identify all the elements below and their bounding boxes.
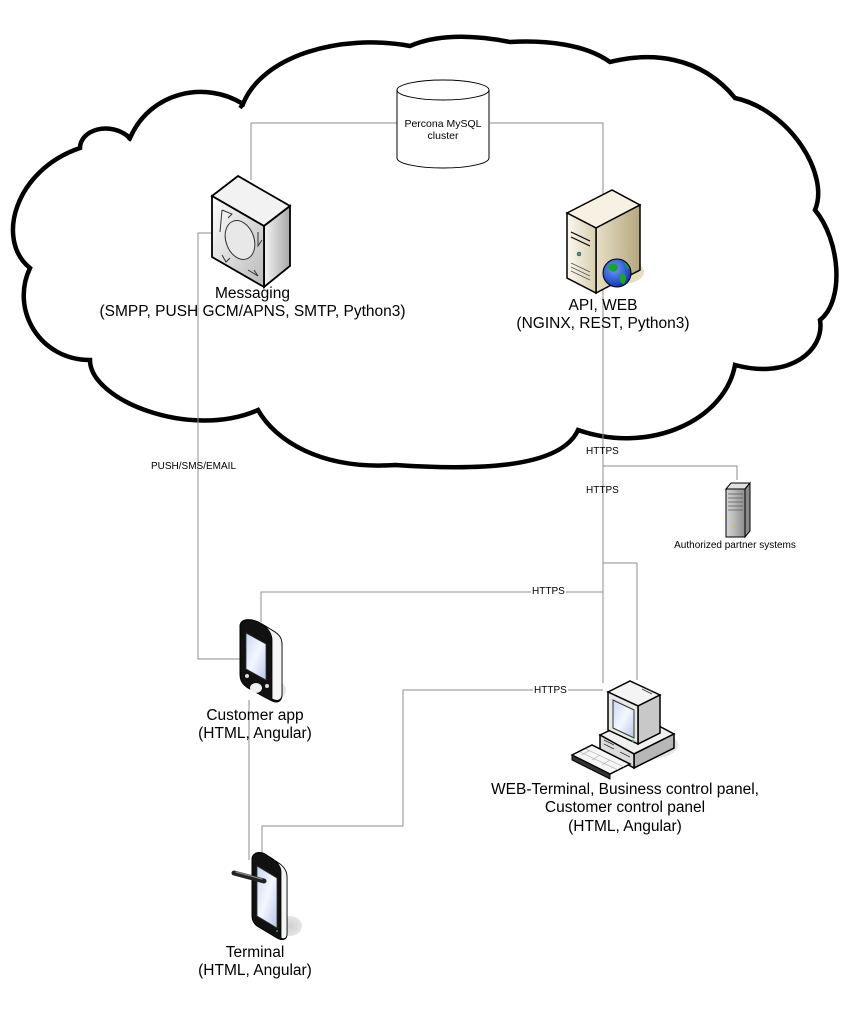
api-web-label-line1: API, WEB <box>568 297 638 314</box>
partner-label: Authorized partner systems <box>650 540 820 552</box>
database-label-line2: cluster <box>427 130 459 143</box>
tablet-stylus-icon[interactable] <box>231 852 302 941</box>
web-terminal-label: WEB-Terminal, Business control panel, Cu… <box>455 781 795 836</box>
terminal-label-line1: Terminal <box>225 944 285 961</box>
database-label-line1: Percona MySQL <box>404 118 482 130</box>
message-queue-server-icon[interactable] <box>210 174 292 289</box>
cloud-boundary <box>10 34 839 470</box>
connector-label-api-customer-app: HTTPS <box>531 586 566 598</box>
messaging-label-line2: (SMPP, PUSH GCM/APNS, SMTP, Python3) <box>99 303 406 321</box>
api-web-label: API, WEB (NGINX, REST, Python3) <box>488 297 718 334</box>
messaging-label-line1: Messaging <box>215 285 290 302</box>
web-terminal-label-line3: (HTML, Angular) <box>568 817 682 835</box>
customer-app-label-line1: Customer app <box>206 707 304 724</box>
api-web-label-line2: (NGINX, REST, Python3) <box>516 315 690 333</box>
customer-app-label-line2: (HTML, Angular) <box>198 725 312 743</box>
connector-messaging-customer-app <box>197 232 242 660</box>
database-cylinder-icon[interactable] <box>396 79 490 169</box>
connector-label-api-trunk: HTTPS <box>586 485 619 496</box>
connector-label-api-partner: HTTPS <box>586 446 619 457</box>
customer-app-label: Customer app (HTML, Angular) <box>180 707 330 744</box>
connector-db-messaging <box>250 122 397 180</box>
pda-phone-icon[interactable] <box>239 619 286 703</box>
connector-label-api-terminal: HTTPS <box>533 685 568 697</box>
tower-server-icon[interactable] <box>724 481 752 539</box>
connector-db-api <box>490 122 604 195</box>
connector-label-messaging-customer-app: PUSH/SMS/EMAIL <box>151 461 237 472</box>
connector-api-terminal <box>261 689 603 856</box>
connector-api-customer-app <box>260 591 603 622</box>
messaging-label: Messaging (SMPP, PUSH GCM/APNS, SMTP, Py… <box>60 285 445 322</box>
web-terminal-label-line2: Customer control panel <box>544 799 706 817</box>
web-terminal-label-line1: WEB-Terminal, Business control panel, <box>491 781 759 798</box>
terminal-label-line2: (HTML, Angular) <box>198 962 312 980</box>
connector-api-web-terminal <box>603 562 638 680</box>
terminal-label: Terminal (HTML, Angular) <box>180 944 330 981</box>
connector-api-partner <box>603 465 738 480</box>
database-label: Percona MySQL cluster <box>395 118 491 143</box>
web-server-icon[interactable] <box>565 189 644 295</box>
partner-label-line1: Authorized partner systems <box>674 540 796 551</box>
cloud-cusps <box>126 102 245 142</box>
connectors <box>197 122 738 860</box>
desktop-computer-icon[interactable] <box>570 680 678 780</box>
